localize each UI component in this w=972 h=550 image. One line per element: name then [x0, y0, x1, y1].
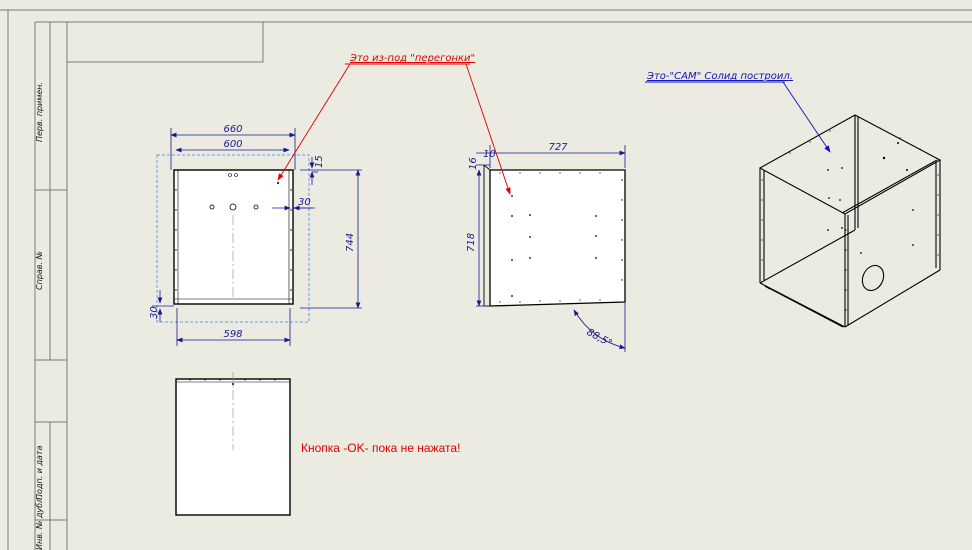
blue-leader-line — [645, 81, 831, 153]
isometric-view — [758, 114, 942, 328]
front-panel — [173, 169, 294, 305]
front-view-blank-outline — [156, 154, 310, 323]
dim-30-right: 30 — [298, 197, 311, 208]
iso-cable-hole — [861, 264, 885, 292]
bottom-view — [175, 372, 291, 516]
dim-727: 727 — [548, 142, 568, 153]
stamp-inv-dubl: Инв. № дубл. — [35, 495, 44, 550]
red-leader-lines — [277, 63, 511, 195]
dim-15: 15 — [314, 155, 325, 168]
dim-660: 660 — [223, 124, 242, 135]
dim-10: 10 — [483, 149, 496, 160]
dim-718: 718 — [466, 233, 477, 252]
iso-holes — [761, 127, 939, 311]
dim-600: 600 — [223, 139, 242, 150]
front-dimension-lines — [152, 128, 362, 346]
dim-angle: 88,5° — [585, 327, 614, 350]
note-cam-solid: Это-"CAM" Солид построил. — [646, 71, 793, 82]
side-view — [483, 164, 626, 307]
stamp-podp-data: Подп. и дата — [35, 445, 44, 500]
sheet-frame — [0, 9, 972, 550]
iso-top-outline — [758, 114, 942, 215]
side-dimension-lines — [476, 145, 626, 352]
side-panel — [489, 169, 626, 307]
dim-598: 598 — [223, 329, 242, 340]
dim-16: 16 — [468, 157, 479, 170]
front-view — [156, 154, 310, 323]
dim-30-left: 30 — [149, 306, 160, 319]
ok-status-message: Кнопка -OK- пока не нажата! — [301, 441, 460, 455]
stamp-sprav-no: Справ. № — [35, 251, 44, 290]
dim-744: 744 — [345, 233, 356, 252]
note-peregonka: Это из-под "перегонки" — [349, 53, 475, 64]
stamp-perv-primen: Перв. примен. — [35, 82, 44, 142]
